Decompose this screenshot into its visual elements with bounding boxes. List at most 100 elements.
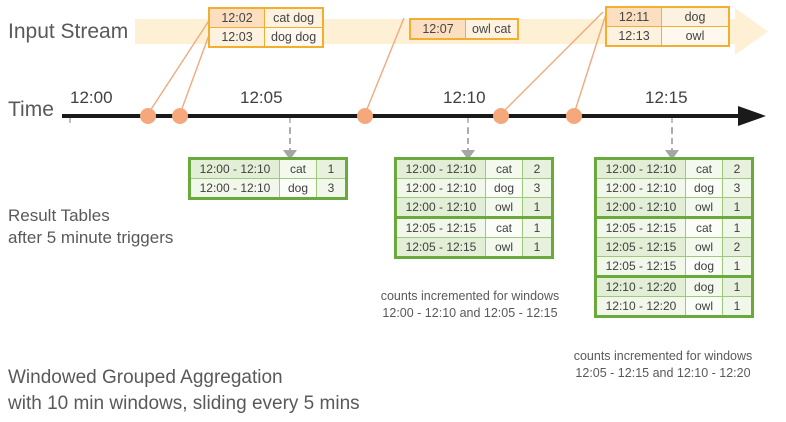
result-key: owl [485, 237, 523, 258]
caption-table-3-line2: 12:05 - 12:15 and 12:10 - 12:20 [575, 366, 751, 380]
result-window: 12:00 - 12:10 [395, 197, 486, 219]
result-row: 12:00 - 12:10 cat 2 [595, 158, 753, 179]
result-count: 1 [522, 237, 553, 258]
result-row: 12:00 - 12:10 owl 1 [395, 197, 553, 219]
footer-caption-line1: Windowed Grouped Aggregation [8, 367, 283, 388]
result-count: 1 [722, 256, 753, 278]
result-window: 12:00 - 12:10 [595, 178, 686, 198]
timeline-dot-1211 [493, 108, 509, 124]
result-table-3: 12:00 - 12:10 cat 2 12:00 - 12:10 dog 3 … [594, 157, 754, 318]
event-time: 12:11 [605, 6, 662, 27]
trigger-arrows [289, 128, 673, 150]
result-row: 12:00 - 12:10 dog 3 [395, 178, 553, 198]
caption-table-2-line1: counts incremented for windows [380, 289, 560, 303]
connector-1202 [147, 15, 213, 115]
result-key: dog [685, 276, 723, 297]
timeline-tick-label-1215: 12:15 [645, 88, 688, 107]
event-value: dog dog [264, 27, 324, 48]
event-row: 12:02 cat dog [208, 7, 324, 28]
result-window: 12:00 - 12:10 [189, 178, 280, 199]
connector-1207 [364, 17, 405, 115]
event-time: 12:03 [208, 27, 265, 48]
result-count: 2 [722, 237, 753, 257]
event-value: owl [661, 26, 730, 47]
result-count: 1 [522, 217, 553, 238]
event-row: 12:07 owl cat [409, 18, 519, 40]
result-count: 1 [722, 217, 753, 238]
result-row: 12:10 - 12:20 dog 1 [595, 276, 753, 297]
result-window: 12:05 - 12:15 [595, 256, 686, 278]
event-time: 12:13 [605, 26, 662, 47]
event-row: 12:11 dog [605, 6, 730, 27]
result-window: 12:05 - 12:15 [395, 217, 486, 238]
caption-table-2: counts incremented for windows 12:00 - 1… [330, 288, 610, 322]
result-key: owl [485, 197, 523, 219]
timeline-tick-label-1200: 12:00 [70, 88, 113, 107]
result-count: 2 [522, 158, 553, 179]
event-row: 12:13 owl [605, 26, 730, 47]
result-row: 12:05 - 12:15 dog 1 [595, 256, 753, 278]
result-key: owl [685, 296, 723, 317]
result-count: 1 [522, 197, 553, 219]
result-key: dog [485, 178, 523, 198]
timeline-ticks [69, 118, 673, 135]
result-row: 12:00 - 12:10 cat 1 [189, 158, 347, 179]
result-window: 12:00 - 12:10 [395, 158, 486, 179]
result-count: 1 [722, 296, 753, 317]
result-row: 12:05 - 12:15 owl 1 [395, 237, 553, 258]
result-key: cat [685, 217, 723, 238]
caption-table-3-line1: counts incremented for windows [573, 349, 753, 363]
timeline-dot-1207 [357, 108, 373, 124]
result-row: 12:05 - 12:15 cat 1 [595, 217, 753, 238]
caption-table-3: counts incremented for windows 12:05 - 1… [538, 348, 786, 382]
result-row: 12:00 - 12:10 cat 2 [395, 158, 553, 179]
result-window: 12:10 - 12:20 [595, 296, 686, 317]
input-stream-label: Input Stream [8, 20, 129, 43]
caption-table-2-line2: 12:00 - 12:10 and 12:05 - 12:15 [382, 306, 558, 320]
result-window: 12:00 - 12:10 [395, 178, 486, 198]
result-count: 2 [722, 158, 753, 179]
footer-caption: Windowed Grouped Aggregation with 10 min… [8, 365, 360, 417]
event-row: 12:03 dog dog [208, 27, 324, 48]
timeline-arrowhead [738, 106, 766, 126]
result-key: owl [685, 237, 723, 257]
time-label: Time [8, 98, 54, 121]
result-key: dog [279, 178, 317, 199]
result-row: 12:10 - 12:20 owl 1 [595, 296, 753, 317]
result-row: 12:00 - 12:10 dog 3 [189, 178, 347, 199]
result-count: 1 [722, 197, 753, 219]
event-value: owl cat [464, 18, 519, 40]
timeline-tick-label-1205: 12:05 [240, 88, 283, 107]
event-time: 12:02 [208, 7, 265, 28]
result-window: 12:05 - 12:15 [395, 237, 486, 258]
event-table-3: 12:11 dog 12:13 owl [605, 6, 730, 47]
result-count: 3 [522, 178, 553, 198]
result-key: cat [685, 158, 723, 179]
result-table-1: 12:00 - 12:10 cat 1 12:00 - 12:10 dog 3 [188, 157, 348, 200]
result-window: 12:05 - 12:15 [595, 217, 686, 238]
result-row: 12:00 - 12:10 dog 3 [595, 178, 753, 198]
result-key: cat [485, 158, 523, 179]
result-tables-label-line2: after 5 minute triggers [8, 228, 174, 247]
result-row: 12:05 - 12:15 owl 2 [595, 237, 753, 257]
event-value: cat dog [264, 7, 324, 28]
result-row: 12:05 - 12:15 cat 1 [395, 217, 553, 238]
connector-1213 [573, 13, 607, 115]
result-key: dog [685, 256, 723, 278]
timeline-dot-1213 [566, 108, 582, 124]
event-table-1: 12:02 cat dog 12:03 dog dog [208, 7, 325, 48]
event-value: dog [661, 6, 730, 27]
result-window: 12:00 - 12:10 [595, 197, 686, 219]
result-count: 1 [316, 158, 347, 179]
result-window: 12:00 - 12:10 [189, 158, 280, 179]
result-key: owl [685, 197, 723, 219]
result-count: 3 [316, 178, 347, 199]
result-key: cat [279, 158, 317, 179]
result-tables-label-line1: Result Tables [8, 206, 110, 225]
event-time: 12:07 [409, 18, 466, 40]
result-window: 12:00 - 12:10 [595, 158, 686, 179]
footer-caption-line2: with 10 min windows, sliding every 5 min… [8, 393, 360, 414]
result-key: dog [685, 178, 723, 198]
result-row: 12:00 - 12:10 owl 1 [595, 197, 753, 219]
result-count: 1 [722, 276, 753, 297]
